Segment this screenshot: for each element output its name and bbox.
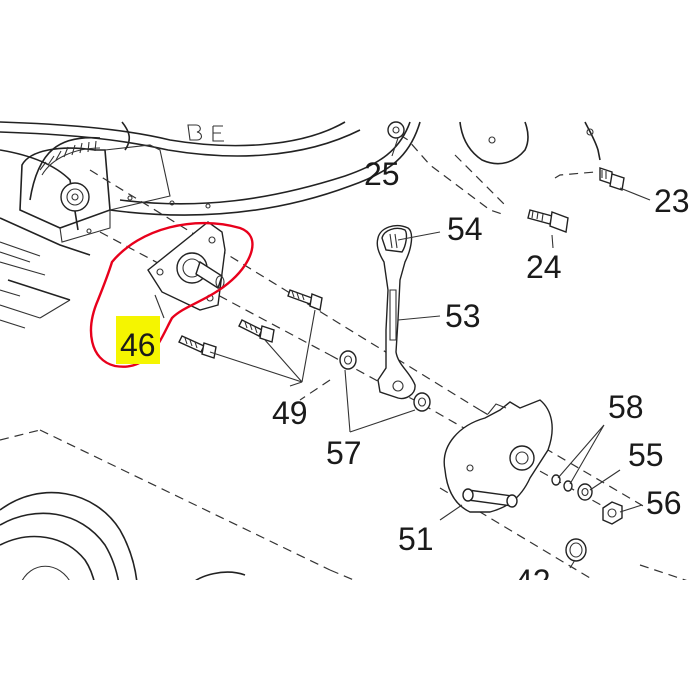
label-53: 53 — [445, 298, 481, 334]
top-blank-band — [0, 0, 700, 120]
label-49: 49 — [272, 395, 308, 431]
assembly-dashed-lines — [0, 134, 700, 609]
part-46-bracket — [147, 221, 226, 311]
part-56-nut — [602, 501, 623, 525]
upper-housing — [459, 121, 601, 165]
label-56: 56 — [646, 485, 682, 521]
part-46-highlight — [116, 316, 160, 364]
label-25: 25 — [364, 156, 400, 192]
label-58: 58 — [608, 389, 644, 425]
part-46-red-circle — [89, 221, 254, 368]
label-46: 46 — [120, 327, 156, 363]
label-23: 23 — [654, 183, 690, 219]
part-25-nut — [387, 121, 405, 139]
label-55: 55 — [628, 437, 664, 473]
part-42-clip — [565, 538, 587, 562]
part-57-washers — [339, 350, 431, 412]
part-23-screw — [599, 167, 625, 191]
mower-deck-housing — [0, 121, 421, 329]
part-58-spacers — [551, 474, 573, 492]
label-57: 57 — [326, 435, 362, 471]
part-54-grip — [381, 227, 408, 253]
part-51-plate — [443, 399, 553, 513]
part-55-washer — [577, 483, 593, 501]
part-49-bolts — [178, 289, 323, 359]
part-24-bolt — [527, 209, 569, 233]
label-51: 51 — [398, 521, 434, 557]
label-54: 54 — [447, 211, 483, 247]
bottom-blank-band — [0, 580, 700, 700]
label-24: 24 — [526, 249, 562, 285]
leader-lines — [154, 137, 651, 569]
part-53-lever — [376, 224, 416, 400]
